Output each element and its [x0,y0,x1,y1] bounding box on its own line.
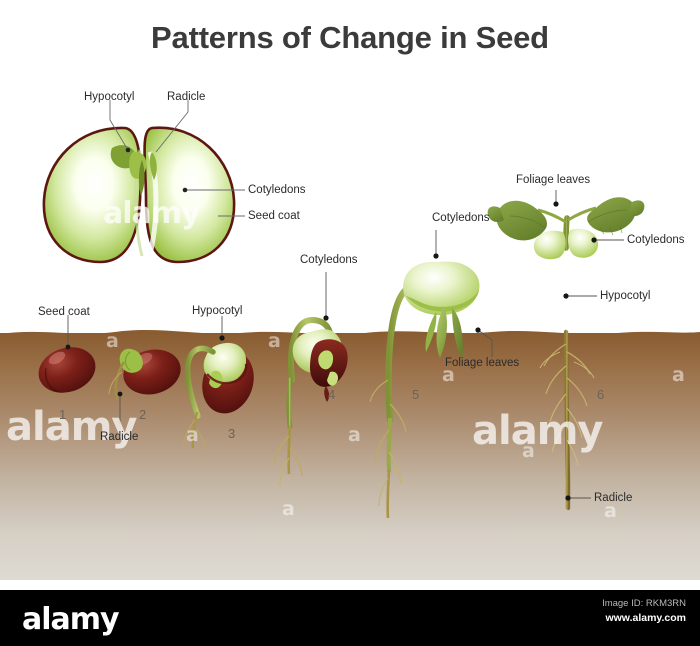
stage-number-4: 4 [328,387,336,402]
stage-1-illustration [38,315,96,393]
label-cotyledons-cutaway: Cotyledons [248,184,306,196]
stage-3-illustration [182,316,254,453]
label-radicle-cutaway: Radicle [167,91,206,103]
website-url: www.alamy.com [605,612,686,624]
cutaway-seed-illustration [42,100,245,264]
label-hypocotyl-stage6: Hypocotyl [600,290,651,302]
stage-number-3: 3 [228,426,236,441]
label-seed-coat-cutaway: Seed coat [248,210,300,222]
stage-4-illustration [273,272,348,487]
stage-number-5: 5 [412,387,420,402]
label-hypocotyl-cutaway: Hypocotyl [84,91,135,103]
stage-6-illustration [487,190,645,511]
stage-number-1: 1 [59,407,67,422]
botanical-illustration [38,100,645,519]
page-title: Patterns of Change in Seed [151,20,549,55]
stage-5-illustration [369,230,493,519]
stage-2-illustration [108,348,181,424]
label-hypocotyl-stage3: Hypocotyl [192,305,243,317]
label-foliage-leaves-stage5: Foliage leaves [445,357,520,369]
label-radicle-stage6: Radicle [594,492,633,504]
label-cotyledons-stage5: Cotyledons [432,212,490,224]
alamy-logo: alamy [22,602,120,637]
stage-number-2: 2 [139,407,147,422]
label-cotyledons-stage4: Cotyledons [300,254,358,266]
image-id-text: Image ID: RKM3RN [602,598,686,609]
label-foliage-leaves-stage6: Foliage leaves [516,174,591,186]
stage-number-6: 6 [597,387,605,402]
label-cotyledons-stage6: Cotyledons [627,234,685,246]
footer-bar [0,590,700,646]
label-seed-coat-stage1: Seed coat [38,306,90,318]
label-radicle-stage2: Radicle [100,431,139,443]
